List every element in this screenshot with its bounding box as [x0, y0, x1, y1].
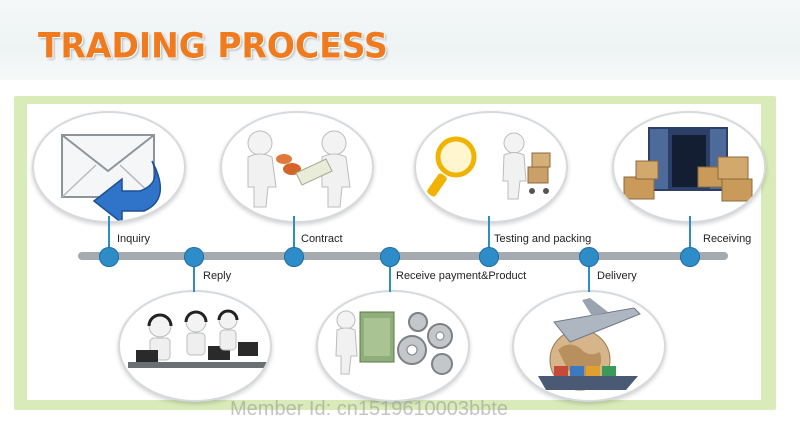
- contract-connector: [293, 216, 295, 250]
- envelope-arrow-icon: [61, 134, 162, 221]
- delivery-illustration: [512, 290, 666, 402]
- receive-payment-label: Receive payment&Product: [396, 270, 527, 282]
- reply-connector: [193, 264, 195, 292]
- header-band: [0, 0, 800, 80]
- contract-node: [284, 247, 304, 267]
- reply-illustration: [118, 290, 272, 402]
- inquiry-node: [99, 247, 119, 267]
- receiving-node: [680, 247, 700, 267]
- member-id-watermark: Member Id: cn1519610003bbte: [230, 398, 508, 420]
- receive-payment-node: [380, 247, 400, 267]
- testing-packing-node: [479, 247, 499, 267]
- timeline-bar: [78, 252, 728, 260]
- receive-payment-connector: [389, 264, 391, 292]
- page-title: TRADING PROCESS: [38, 25, 388, 66]
- airplane-ship-globe-icon: [538, 298, 641, 391]
- receiving-illustration: [612, 111, 766, 223]
- contract-illustration: [220, 111, 374, 223]
- testing-packing-connector: [488, 216, 490, 250]
- handshake-document-icon: [247, 130, 351, 208]
- receive-payment-illustration: [316, 290, 470, 402]
- reply-label: Reply: [203, 270, 232, 282]
- inquiry-connector: [108, 216, 110, 250]
- contract-label: Contract: [301, 233, 343, 245]
- testing-packing-label: Testing and packing: [494, 233, 592, 245]
- reply-node: [184, 247, 204, 267]
- container-boxes-icon: [623, 127, 753, 202]
- delivery-node: [579, 247, 599, 267]
- testing-packing-illustration: [414, 111, 568, 223]
- call-center-agents-icon: [128, 309, 268, 368]
- receiving-label: Receiving: [703, 233, 752, 245]
- money-gears-icon: [335, 310, 453, 375]
- inquiry-illustration: [32, 111, 186, 223]
- delivery-connector: [588, 264, 590, 292]
- delivery-label: Delivery: [597, 270, 637, 282]
- receiving-connector: [689, 216, 691, 250]
- inquiry-label: Inquiry: [117, 233, 151, 245]
- magnifier-boxes-icon: [427, 132, 551, 200]
